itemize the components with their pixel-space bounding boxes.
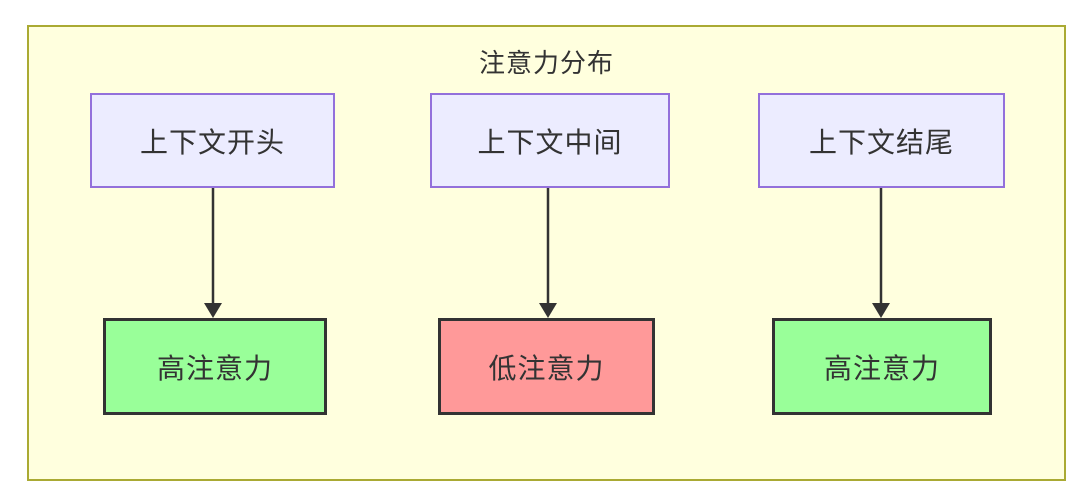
node-low-attention-label: 低注意力	[488, 352, 605, 384]
edge-arrow-middle-to-low	[539, 188, 557, 318]
node-high-attention-2: 高注意力	[772, 318, 992, 415]
node-high-attention-2-label: 高注意力	[823, 352, 940, 384]
diagram-title: 注意力分布	[478, 48, 614, 78]
node-high-attention-1: 高注意力	[103, 318, 327, 415]
diagram-canvas: 注意力分布 上下文开头 上下文中间 上下文结尾 高注意力 低注意力 高注意力	[27, 25, 1066, 481]
node-context-middle-label: 上下文中间	[477, 126, 623, 158]
node-context-middle: 上下文中间	[430, 93, 670, 188]
node-context-start: 上下文开头	[90, 93, 335, 188]
edge-arrow-start-to-high	[204, 188, 222, 318]
edge-arrow-end-to-high	[872, 188, 890, 318]
node-context-end: 上下文结尾	[758, 93, 1005, 188]
node-context-start-label: 上下文开头	[139, 126, 285, 158]
node-high-attention-1-label: 高注意力	[156, 352, 273, 384]
node-context-end-label: 上下文结尾	[808, 126, 954, 158]
node-low-attention: 低注意力	[438, 318, 655, 415]
